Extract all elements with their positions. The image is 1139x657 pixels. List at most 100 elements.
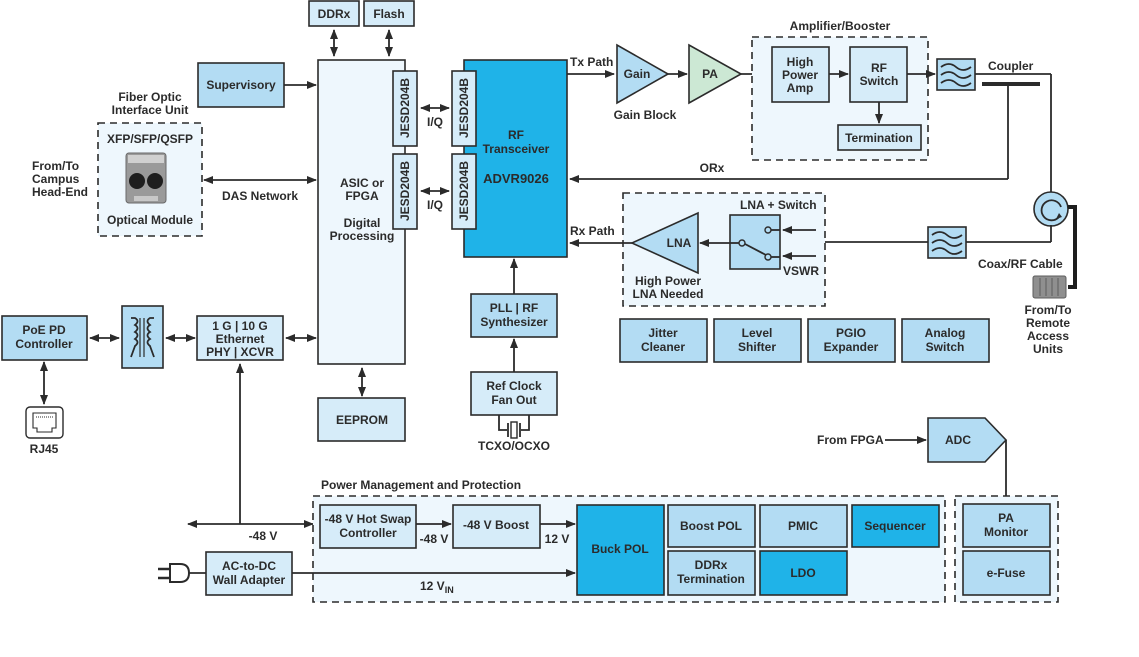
pll-synthesizer-block: PLL | RF Synthesizer	[470, 293, 558, 338]
svg-text:-48 V Hot Swap: -48 V Hot Swap	[325, 512, 412, 526]
svg-text:Monitor: Monitor	[984, 525, 1028, 539]
svg-text:PoE PD: PoE PD	[22, 323, 66, 337]
svg-text:Buck POL: Buck POL	[591, 542, 648, 556]
svg-text:Gain: Gain	[624, 67, 651, 81]
svg-text:JESD204B: JESD204B	[457, 78, 471, 138]
svg-text:Head-End: Head-End	[32, 185, 88, 199]
svg-text:PA: PA	[998, 511, 1014, 525]
boost-48v-block: -48 V Boost	[452, 504, 541, 549]
crystal-oscillator-icon	[498, 415, 530, 439]
svg-text:Amplifier/Booster: Amplifier/Booster	[790, 19, 891, 33]
svg-text:Analog: Analog	[925, 326, 966, 340]
svg-text:Jitter: Jitter	[648, 326, 678, 340]
asic-fpga-block: ASIC or FPGA Digital Processing	[317, 59, 406, 365]
power-plug-icon	[158, 563, 206, 583]
svg-text:DAS Network: DAS Network	[222, 189, 298, 203]
svg-text:Ethernet: Ethernet	[216, 332, 265, 346]
svg-text:Switch: Switch	[926, 340, 965, 354]
svg-text:JESD204B: JESD204B	[398, 78, 412, 138]
high-power-amp-block: High Power Amp	[771, 46, 830, 103]
svg-text:Interface Unit: Interface Unit	[112, 103, 189, 117]
svg-text:AC-to-DC: AC-to-DC	[222, 559, 276, 573]
svg-text:RF: RF	[508, 128, 524, 142]
svg-text:Fan Out: Fan Out	[491, 393, 536, 407]
svg-text:ADVR9026: ADVR9026	[483, 171, 549, 186]
svg-text:PA: PA	[702, 67, 718, 81]
svg-text:High Power: High Power	[635, 274, 701, 288]
svg-text:Access: Access	[1027, 329, 1069, 343]
ldo-block: LDO	[759, 550, 848, 596]
svg-text:PGIO: PGIO	[836, 326, 866, 340]
level-shifter-block: Level Shifter	[713, 318, 802, 363]
rf-connector-icon	[1032, 275, 1067, 299]
svg-text:Units: Units	[1033, 342, 1063, 356]
svg-text:DDRx: DDRx	[695, 558, 728, 572]
svg-text:RF: RF	[871, 61, 887, 75]
svg-text:High: High	[787, 55, 814, 69]
svg-text:Gain Block: Gain Block	[614, 108, 677, 122]
svg-text:Transceiver: Transceiver	[483, 142, 550, 156]
svg-text:I/Q: I/Q	[427, 198, 443, 212]
sequencer-block: Sequencer	[851, 504, 940, 548]
termination-block: Termination	[837, 124, 922, 151]
svg-text:LNA: LNA	[667, 236, 692, 250]
svg-text:JESD204B: JESD204B	[457, 161, 471, 221]
ddrx-block: DDRx	[308, 0, 360, 27]
svg-text:Power Management and Protectio: Power Management and Protection	[321, 478, 521, 492]
svg-text:Ref Clock: Ref Clock	[486, 379, 542, 393]
supervisory-block: Supervisory	[197, 62, 285, 108]
svg-text:Cleaner: Cleaner	[641, 340, 685, 354]
svg-text:Rx Path: Rx Path	[570, 224, 615, 238]
svg-text:Sequencer: Sequencer	[864, 519, 926, 533]
svg-text:JESD204B: JESD204B	[398, 161, 412, 221]
analog-switch-block: Analog Switch	[901, 318, 990, 363]
coax-cable	[1068, 205, 1077, 289]
svg-text:e-Fuse: e-Fuse	[987, 566, 1026, 580]
svg-text:DDRx: DDRx	[318, 7, 351, 21]
pa-block: PA	[688, 43, 743, 105]
fiber-optic-interface-unit: XFP/SFP/QSFP Optical Module	[97, 122, 203, 237]
svg-text:LNA Needed: LNA Needed	[633, 287, 704, 301]
svg-text:ADC: ADC	[945, 433, 971, 447]
svg-text:Switch: Switch	[860, 74, 899, 88]
tx-filter-icon	[936, 58, 976, 91]
svg-text:Fiber Optic: Fiber Optic	[118, 90, 182, 104]
optical-module-icon	[125, 152, 167, 204]
svg-text:-48 V Boost: -48 V Boost	[463, 518, 529, 532]
rj45-icon	[25, 406, 64, 439]
svg-text:Campus: Campus	[32, 172, 80, 186]
ref-clock-fanout-block: Ref Clock Fan Out	[470, 371, 558, 416]
svg-text:LDO: LDO	[790, 566, 815, 580]
circulator-icon	[1033, 191, 1069, 227]
eeprom-block: EEPROM	[317, 397, 406, 442]
svg-text:PHY | XCVR: PHY | XCVR	[206, 345, 274, 359]
svg-text:Termination: Termination	[845, 131, 913, 145]
svg-text:From FPGA: From FPGA	[817, 433, 884, 447]
transformer-icon	[121, 305, 164, 369]
lna-switch-block	[729, 214, 781, 270]
svg-text:From/To: From/To	[1024, 303, 1071, 317]
buck-pol-block: Buck POL	[576, 504, 665, 596]
rx-filter-icon	[927, 226, 967, 259]
svg-text:Coupler: Coupler	[988, 59, 1034, 73]
svg-text:LNA + Switch: LNA + Switch	[740, 198, 817, 212]
efuse-block: e-Fuse	[962, 550, 1051, 596]
svg-text:PLL | RF: PLL | RF	[490, 301, 538, 315]
pgio-expander-block: PGIO Expander	[807, 318, 896, 363]
svg-text:Supervisory: Supervisory	[206, 78, 276, 92]
svg-text:Flash: Flash	[373, 7, 404, 21]
svg-text:I/Q: I/Q	[427, 115, 443, 129]
pmic-block: PMIC	[759, 504, 848, 548]
svg-text:VSWR: VSWR	[783, 264, 819, 278]
svg-text:-48 V: -48 V	[420, 532, 449, 546]
svg-text:1 G | 10 G: 1 G | 10 G	[212, 319, 267, 333]
pa-monitor-block: PA Monitor	[962, 503, 1051, 548]
svg-text:XFP/SFP/QSFP: XFP/SFP/QSFP	[107, 132, 193, 146]
svg-text:-48 V: -48 V	[249, 529, 278, 543]
poe-pd-controller-block: PoE PD Controller	[1, 315, 88, 361]
rf-switch-block: RF Switch	[849, 46, 908, 103]
svg-text:EEPROM: EEPROM	[336, 413, 388, 427]
svg-text:Digital: Digital	[344, 216, 381, 230]
svg-text:12 VIN: 12 VIN	[420, 579, 454, 595]
